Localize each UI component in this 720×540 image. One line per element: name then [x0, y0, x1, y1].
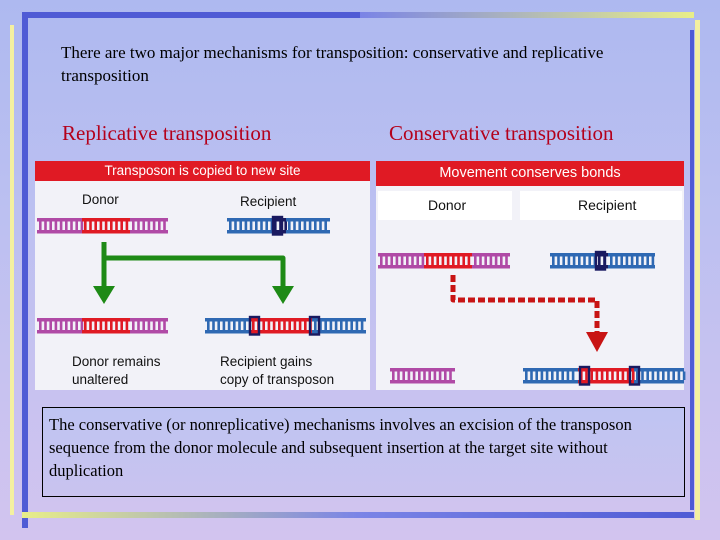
rep-recipient-after-dna [205, 317, 366, 335]
rep-arrow-head-right [272, 286, 294, 304]
description-box: The conservative (or nonreplicative) mec… [42, 407, 685, 497]
con-recipient-dna [550, 252, 655, 270]
rep-donor-after-dna [37, 318, 168, 334]
rep-donor-dna [37, 218, 168, 234]
con-recipient-after-dna [523, 367, 685, 385]
con-donor-dna [378, 253, 510, 269]
con-arrow-head [586, 332, 608, 352]
rep-arrow-path [104, 242, 283, 290]
con-donor-after-dna [390, 368, 455, 384]
rep-arrow-head-left [93, 286, 115, 304]
con-arrow-path [453, 275, 597, 334]
rep-recipient-dna [227, 217, 330, 235]
